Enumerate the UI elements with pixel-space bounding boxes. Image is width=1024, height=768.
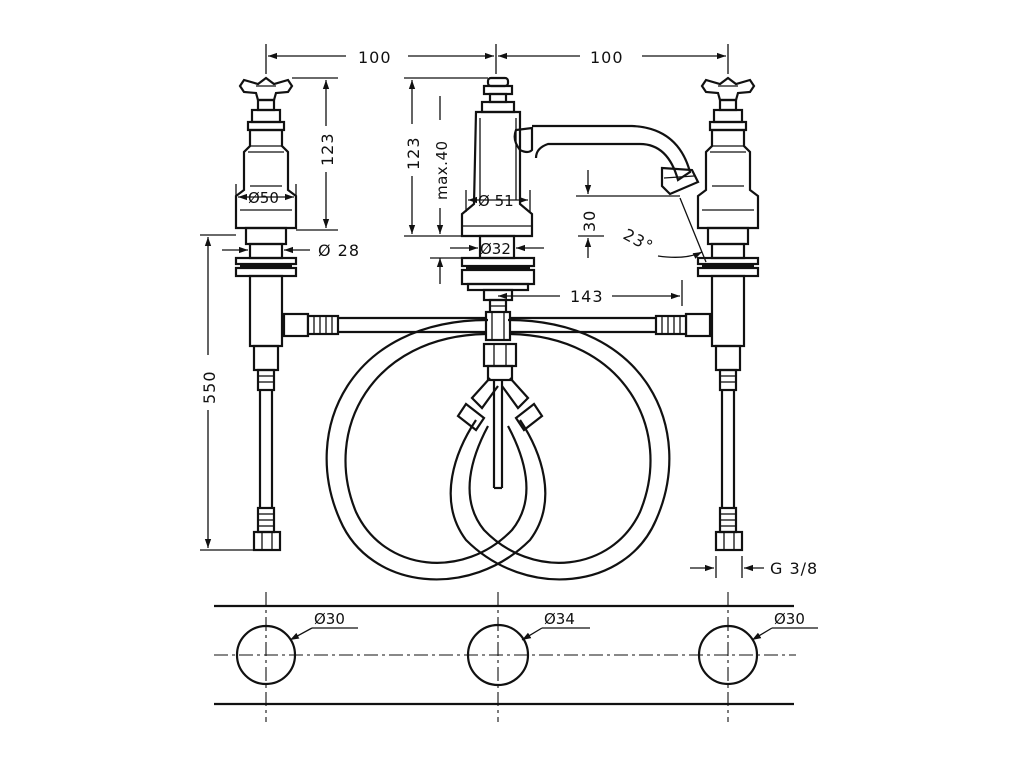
dim-handle-body-diameter: Ø50 — [248, 189, 279, 207]
dim-connection-thread: G 3/8 — [770, 559, 818, 578]
cross-pipe — [282, 310, 712, 342]
dim-spout-angle: 23° — [620, 225, 657, 256]
dim-spacing-right: 100 — [590, 48, 624, 67]
left-handle-valve — [234, 76, 298, 552]
top-dimensions — [265, 44, 729, 74]
dim-spout-shank-diameter: Ø32 — [480, 240, 511, 258]
dim-spout-height: 123 — [404, 136, 423, 170]
dim-total-length: 550 — [200, 370, 219, 404]
hose-loops — [325, 318, 671, 581]
dim-spout-reach: 143 — [570, 287, 604, 306]
hole-layout — [214, 592, 818, 722]
center-spout — [456, 76, 700, 490]
dim-spout-body-diameter: Ø 51 — [478, 192, 514, 210]
dim-spout-drop: 30 — [580, 210, 599, 232]
dim-handle-shank-diameter: Ø 28 — [318, 241, 360, 260]
hole-center-diameter: Ø34 — [544, 610, 575, 628]
hole-right-diameter: Ø30 — [774, 610, 805, 628]
spout-dimensions — [404, 77, 707, 306]
dim-handle-height: 123 — [318, 132, 337, 166]
left-handle-dimensions — [200, 77, 338, 551]
hole-left-diameter: Ø30 — [314, 610, 345, 628]
dim-spacing-left: 100 — [358, 48, 392, 67]
dim-spout-max: max.40 — [433, 140, 451, 200]
right-handle-valve — [696, 76, 760, 552]
thread-dimension — [690, 556, 764, 578]
